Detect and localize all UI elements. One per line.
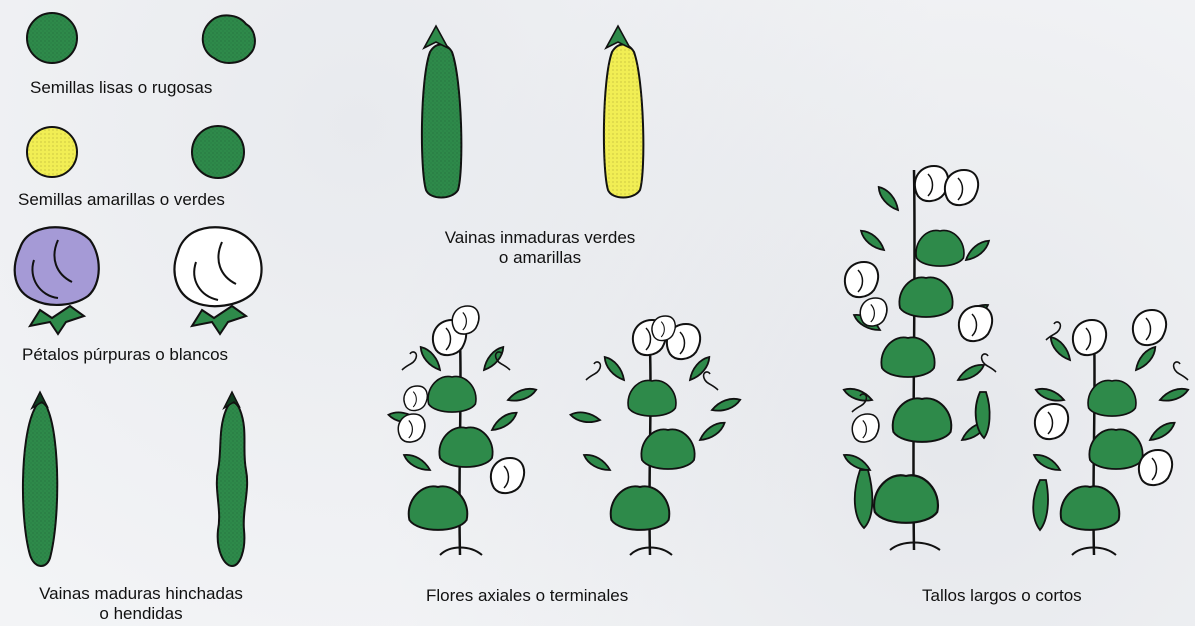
smooth-seed-icon — [27, 13, 77, 63]
stems-label: Tallos largos o cortos — [922, 586, 1082, 606]
immature-pods-label-line1: Vainas inmaduras verdes — [420, 228, 660, 248]
green-seed-icon — [192, 126, 244, 178]
inflated-pod-icon — [23, 392, 57, 566]
tall-stem-plant-icon — [842, 166, 996, 550]
short-stem-plant-icon — [1032, 310, 1190, 555]
axial-flower-plant-icon — [388, 306, 538, 555]
flowers-label: Flores axiales o terminales — [426, 586, 628, 606]
terminal-flower-plant-icon — [570, 316, 742, 555]
white-flower-icon — [175, 227, 262, 334]
immature-pods-label-line2: o amarillas — [420, 248, 660, 268]
purple-flower-icon — [15, 227, 99, 334]
yellow-seed-icon — [27, 127, 77, 177]
mature-pods-label-line2: o hendidas — [16, 604, 266, 624]
wrinkled-seed-icon — [203, 15, 255, 63]
mature-pods-label-line1: Vainas maduras hinchadas — [16, 584, 266, 604]
petals-label: Pétalos púrpuras o blancos — [22, 345, 228, 365]
seeds-color-label: Semillas amarillas o verdes — [18, 190, 225, 210]
mature-pods-label: Vainas maduras hinchadas o hendidas — [16, 584, 266, 624]
immature-pods-label: Vainas inmaduras verdes o amarillas — [420, 228, 660, 268]
constricted-pod-icon — [217, 392, 247, 566]
green-immature-pod-icon — [422, 26, 461, 198]
seeds-shape-label: Semillas lisas o rugosas — [30, 78, 212, 98]
yellow-immature-pod-icon — [604, 26, 643, 198]
